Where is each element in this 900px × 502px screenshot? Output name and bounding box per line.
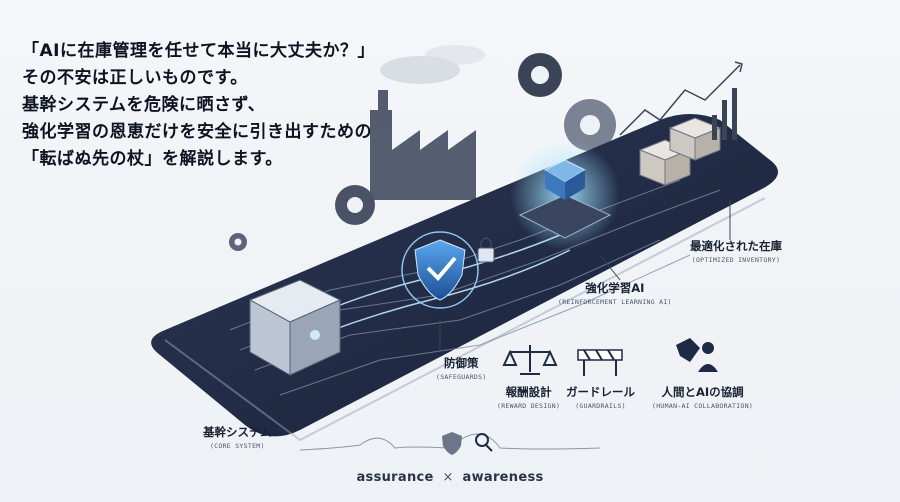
trend-chart-icon	[619, 61, 743, 136]
label-core-system: 基幹システム (CORE SYSTEM)	[203, 424, 272, 450]
gear-icon-3	[564, 99, 616, 151]
label-rl-ai-en: (REINFORCEMENT LEARNING AI)	[558, 298, 672, 306]
barrier-icon	[577, 349, 623, 376]
magnifier-icon	[475, 433, 493, 452]
label-guardrails: ガードレール (GUARDRAILS)	[566, 384, 635, 410]
handshake-icon	[676, 338, 718, 372]
label-optimized-en: (OPTIMIZED INVENTORY)	[691, 256, 781, 264]
chart-bars	[712, 88, 737, 140]
label-reward-design: 報酬設計 (REWARD DESIGN)	[497, 384, 560, 410]
label-rl-ai-jp: 強化学習AI	[585, 281, 645, 295]
ai-chip	[510, 140, 620, 250]
tagline-separator: ×	[442, 470, 454, 485]
small-shield-icon	[442, 432, 462, 455]
tagline: assurance × awareness	[0, 470, 900, 485]
shield-icon	[401, 231, 479, 309]
label-human-ai-collab: 人間とAIの協調 (HUMAN-AI COLLABORATION)	[652, 384, 753, 410]
headline-line-4: 強化学習の恩恵だけを安全に引き出すための	[22, 122, 372, 142]
label-guardrails-jp: ガードレール	[566, 385, 635, 399]
label-rl-ai: 強化学習AI (REINFORCEMENT LEARNING AI)	[558, 280, 672, 306]
headline: 「AIに在庫管理を任せて本当に大丈夫か？」 その不安は正しいものです。 基幹シス…	[22, 38, 442, 173]
label-optimized-jp: 最適化された在庫	[690, 239, 782, 253]
tagline-right: awareness	[462, 470, 544, 485]
label-reward-en: (REWARD DESIGN)	[497, 402, 561, 410]
label-safeguards-en: (SAFEGUARDS)	[436, 373, 487, 381]
label-core-jp: 基幹システム	[203, 425, 272, 439]
core-system-cube	[248, 279, 342, 376]
label-optimized-inventory: 最適化された在庫 (OPTIMIZED INVENTORY)	[690, 238, 782, 264]
headline-line-3: 基幹システムを危険に晒さず、	[22, 95, 266, 115]
label-reward-jp: 報酬設計	[505, 385, 552, 399]
headline-line-2: その不安は正しいものです。	[22, 68, 248, 88]
gear-icon-4	[229, 233, 247, 251]
label-safeguards: 防御策 (SAFEGUARDS)	[436, 355, 487, 381]
gear-icon-2	[335, 185, 375, 225]
label-collab-en: (HUMAN-AI COLLABORATION)	[652, 402, 754, 410]
scale-icon	[502, 345, 558, 375]
tagline-left: assurance	[356, 470, 434, 485]
label-safeguards-jp: 防御策	[444, 356, 479, 370]
label-guardrails-en: (GUARDRAILS)	[575, 402, 626, 410]
label-core-en: (CORE SYSTEM)	[209, 442, 265, 450]
wave-line	[299, 433, 601, 451]
factory-silhouette	[370, 45, 485, 200]
lock-icon	[477, 237, 495, 263]
headline-line-5: 「転ばぬ先の杖」を解説します。	[22, 149, 283, 169]
inventory-boxes	[638, 117, 722, 186]
label-collab-jp: 人間とAIの協調	[661, 385, 744, 399]
headline-line-1: 「AIに在庫管理を任せて本当に大丈夫か？」	[22, 41, 375, 61]
gear-icon-1	[518, 53, 562, 97]
